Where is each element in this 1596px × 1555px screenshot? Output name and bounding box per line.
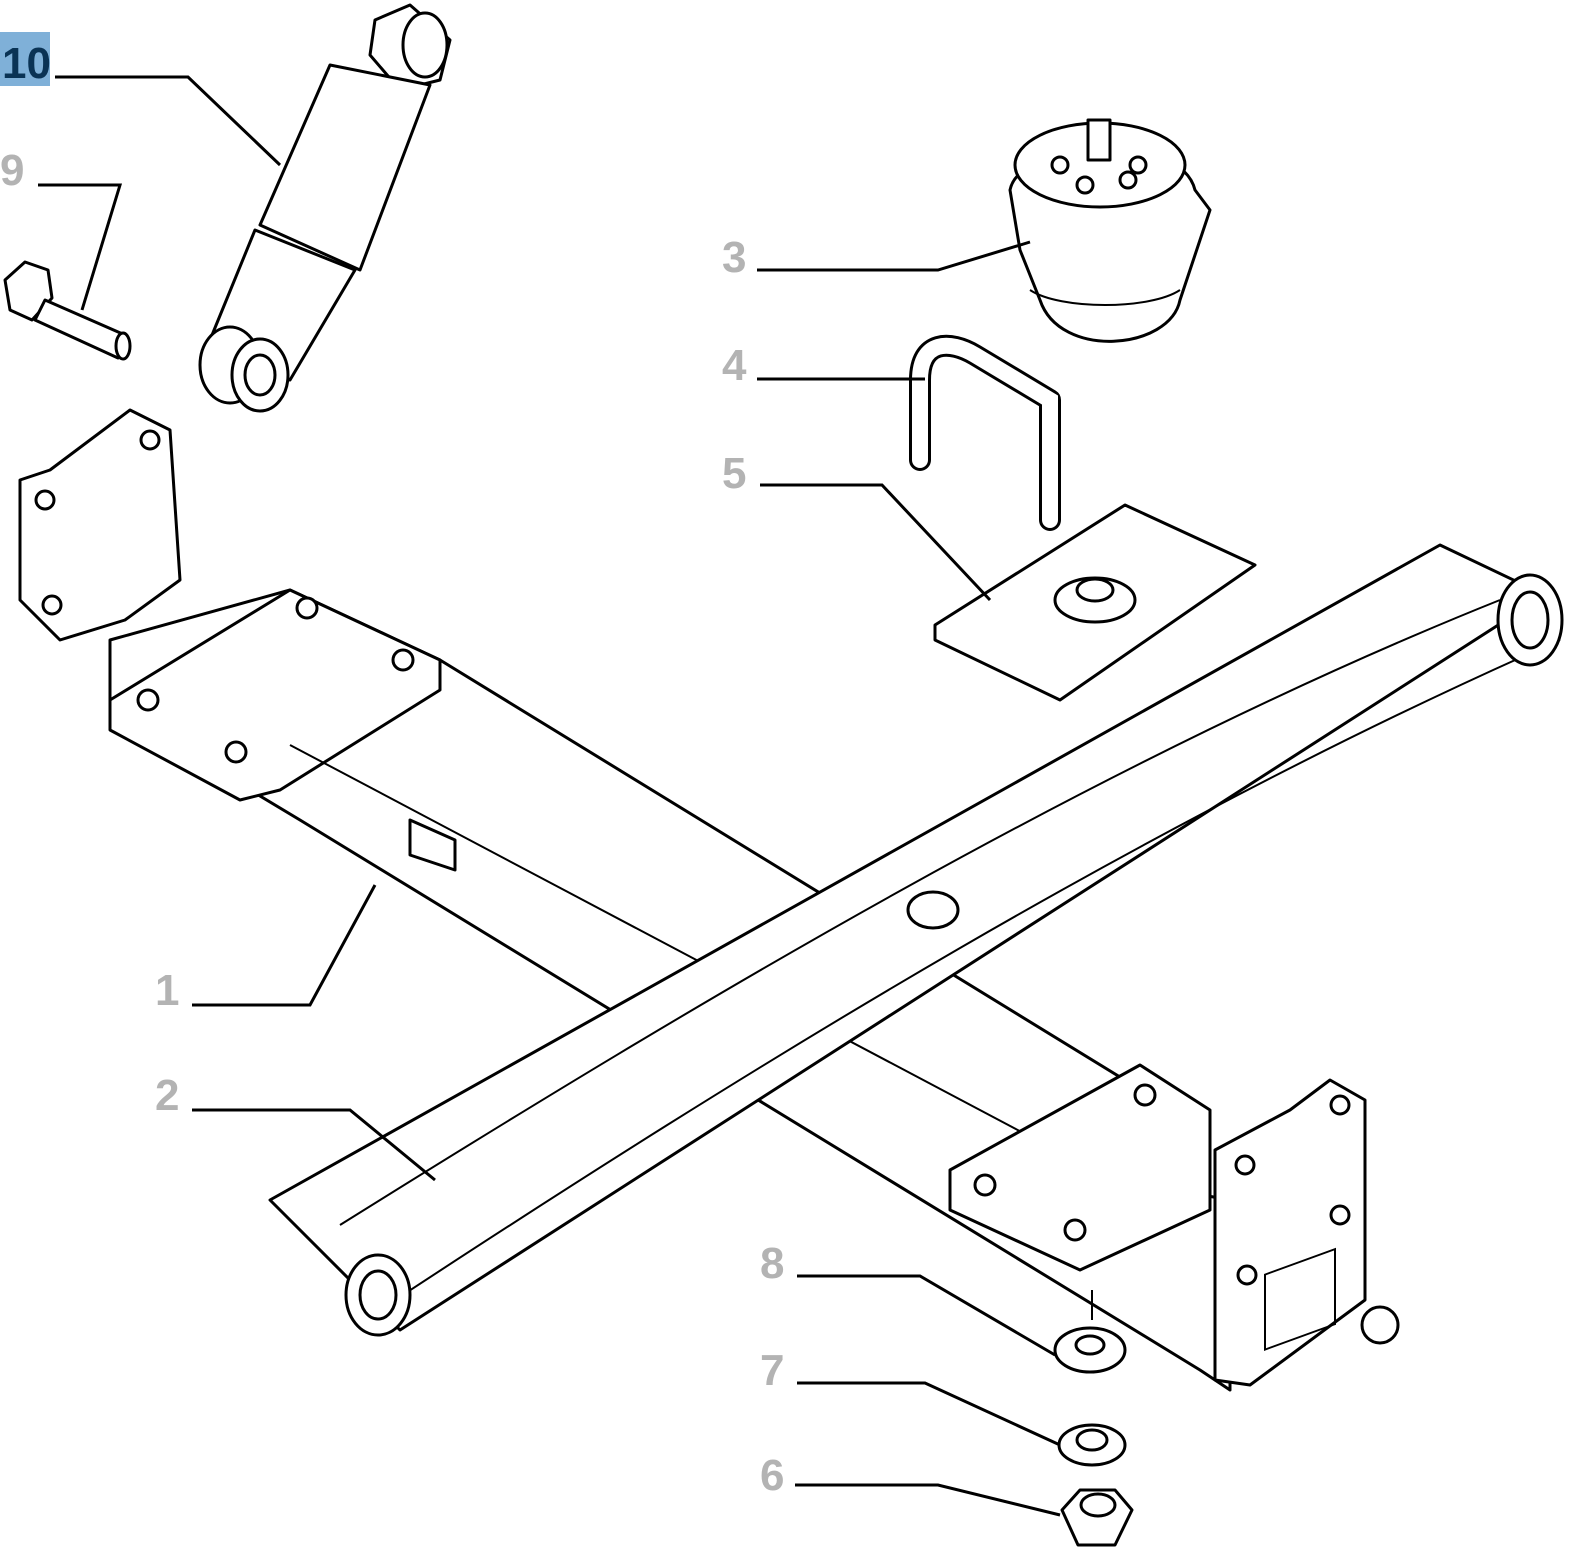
shock-absorber[interactable] [198,3,452,413]
callout-1[interactable]: 1 [155,966,179,1015]
callout-highlight [0,32,50,86]
spring-washer[interactable] [1057,1423,1127,1467]
spring-plate[interactable] [933,503,1257,702]
callout-5[interactable]: 5 [722,449,746,498]
callout-10[interactable]: 10 [2,39,51,88]
callout-6[interactable]: 6 [760,1451,784,1500]
callout-9[interactable]: 9 [0,146,24,195]
callout-8[interactable]: 8 [760,1239,784,1288]
callout-7[interactable]: 7 [760,1346,784,1395]
callout-2[interactable]: 2 [155,1071,179,1120]
u-bolt[interactable] [909,334,1061,531]
nut[interactable] [1060,1488,1134,1547]
bump-stop[interactable] [1008,118,1212,343]
callout-4[interactable]: 4 [722,341,747,390]
leaf-spring[interactable] [268,543,1564,1337]
callout-3[interactable]: 3 [722,233,746,282]
washer[interactable] [1053,1290,1127,1374]
leader-lines [38,75,1061,1517]
bolt[interactable] [3,260,132,361]
